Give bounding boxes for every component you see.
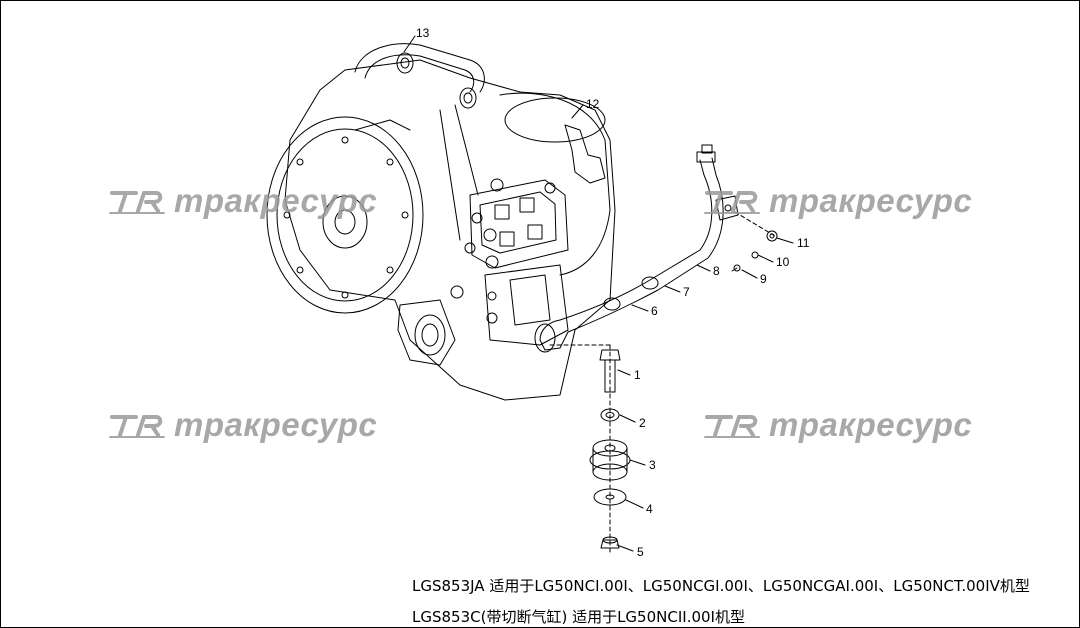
- callout-12: 12: [586, 97, 600, 111]
- watermark-top-right: трaкресурс: [703, 182, 972, 220]
- callout-13: 13: [416, 26, 430, 40]
- callout-8: 8: [713, 264, 720, 278]
- callout-11: 11: [797, 236, 810, 250]
- trakresurs-logo-icon: [704, 191, 760, 214]
- callout-1: 1: [634, 368, 641, 382]
- callout-4: 4: [646, 502, 653, 516]
- caption-model-applicability-1: LGS853JA 适用于LG50NCI.00I、LG50NCGI.00I、LG5…: [412, 577, 1030, 595]
- caption-model-applicability-2: LGS853C(带切断气缸) 适用于LG50NCII.00I机型: [412, 608, 745, 626]
- watermark-text: трaкресурс: [769, 406, 973, 443]
- trakresurs-logo-icon: [704, 415, 760, 438]
- watermark-top-left: трaкресурс: [108, 182, 377, 220]
- center-lines: [549, 211, 776, 556]
- watermark-bottom-right: трaкресурс: [703, 406, 972, 444]
- callout-9: 9: [760, 272, 767, 286]
- watermark-text: трaкресурс: [769, 182, 973, 219]
- callout-6: 6: [651, 304, 658, 318]
- watermark-text: трaкресурс: [174, 182, 378, 219]
- trakresurs-logo-icon: [109, 191, 165, 214]
- callout-2: 2: [639, 416, 646, 430]
- callout-3: 3: [649, 458, 656, 472]
- transmission-housing: [266, 43, 616, 401]
- small-fasteners: [731, 230, 778, 272]
- callout-5: 5: [637, 545, 644, 559]
- leader-lines: [403, 35, 794, 552]
- watermark-bottom-left: трaкресурс: [108, 406, 377, 444]
- callout-10: 10: [776, 255, 790, 269]
- watermark-text: трaкресурс: [174, 406, 378, 443]
- callout-7: 7: [683, 285, 690, 299]
- trakresurs-logo-icon: [109, 415, 165, 438]
- callout-labels: 1 2 3 4 5 6 7 8 9 10 11 12 13: [416, 26, 810, 559]
- dipstick-tube-assembly: [534, 144, 739, 353]
